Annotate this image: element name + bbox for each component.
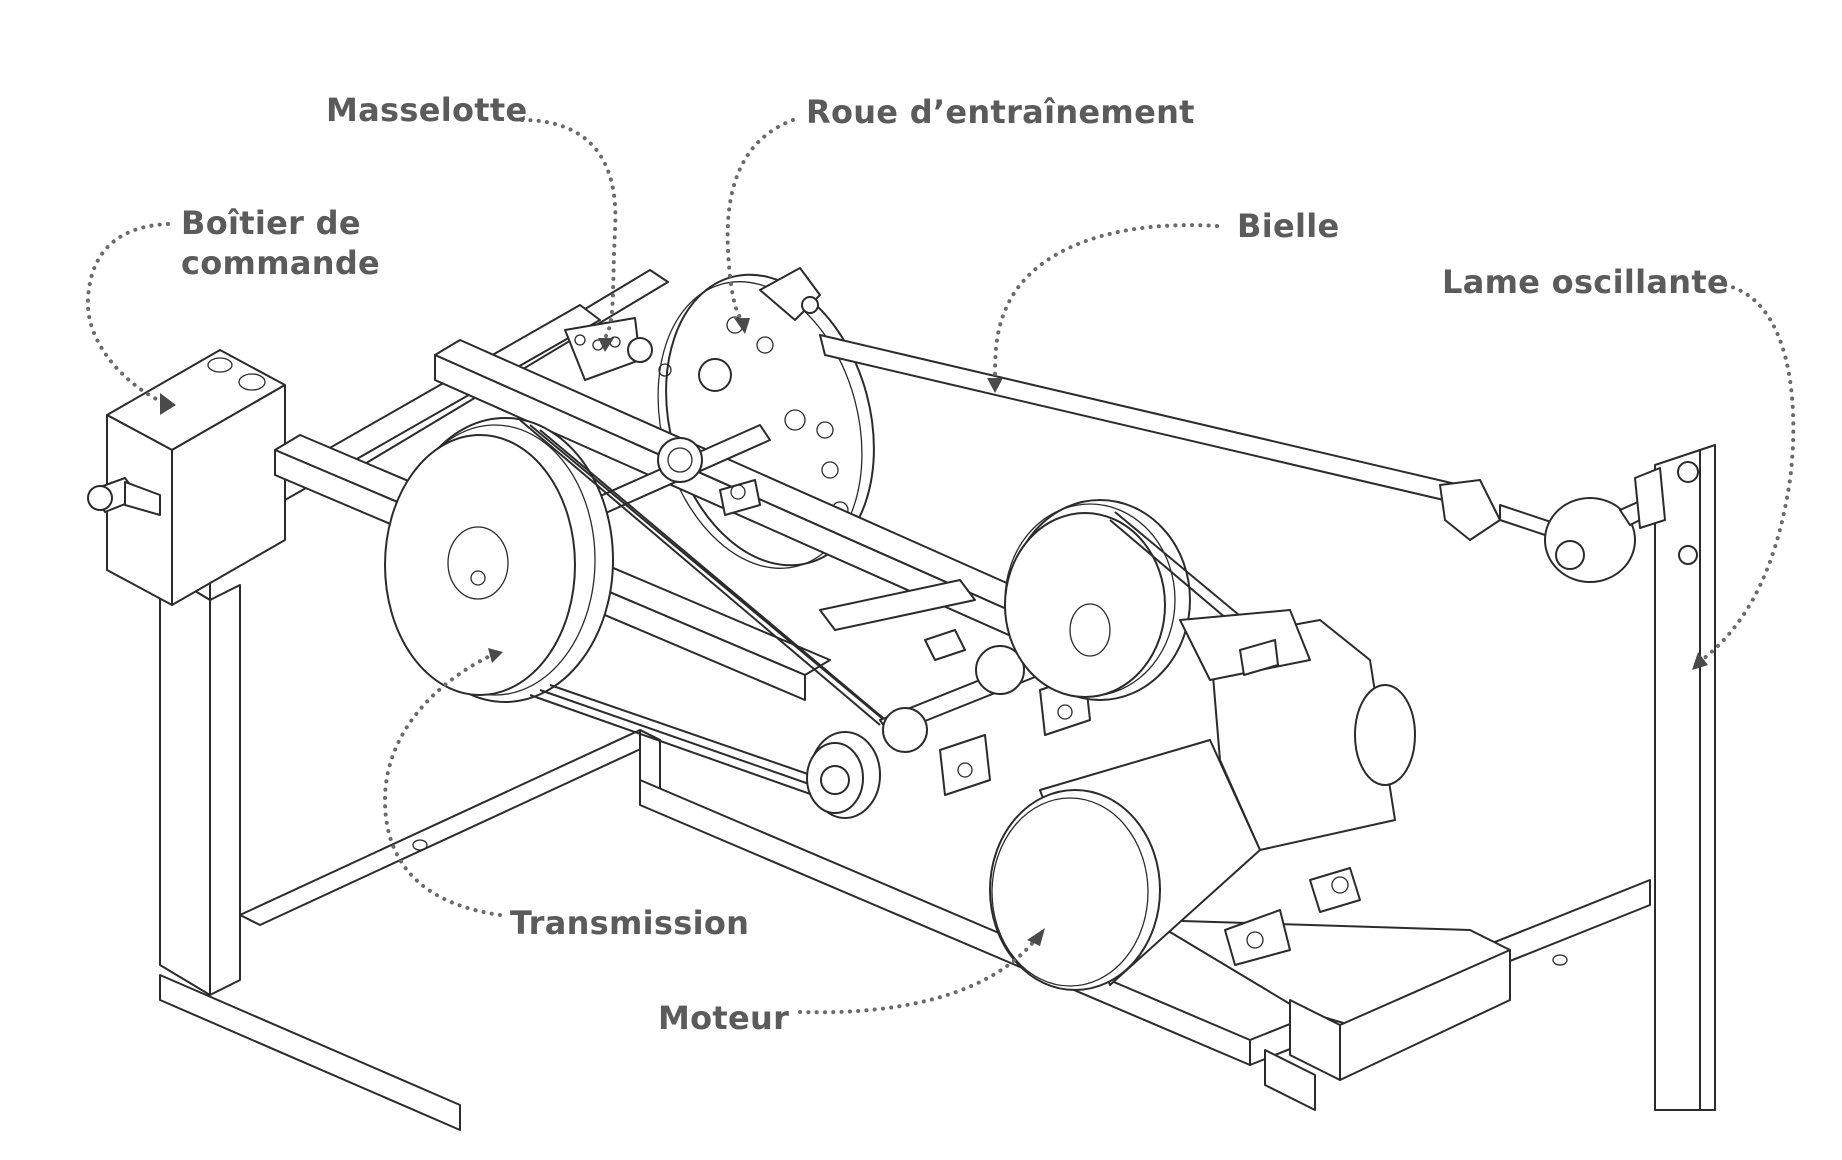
oscillating-blade xyxy=(1634,444,1716,1111)
arrow-boitier xyxy=(160,393,176,415)
label-boitier-line1: Boîtier de xyxy=(181,204,361,242)
leader-lines xyxy=(85,118,1796,1015)
leader-lame xyxy=(1700,283,1796,662)
frame xyxy=(159,269,1651,1131)
label-bielle: Bielle xyxy=(1237,207,1340,245)
leader-masselotte xyxy=(520,118,618,338)
arrow-roue xyxy=(734,318,750,334)
arrow-moteur xyxy=(1027,928,1045,946)
label-transmission: Transmission xyxy=(510,904,750,942)
arrow-lame xyxy=(1692,652,1708,670)
leader-boitier xyxy=(85,222,170,402)
connecting-rod xyxy=(759,267,1671,583)
label-masselotte: Masselotte xyxy=(326,91,528,129)
leader-moteur xyxy=(798,938,1037,1015)
large-pulley xyxy=(384,417,614,703)
leader-bielle xyxy=(993,223,1219,382)
label-moteur: Moteur xyxy=(658,999,790,1037)
control-box xyxy=(87,349,286,606)
arrow-masselotte xyxy=(598,338,614,352)
motor xyxy=(989,609,1416,991)
motor-pulley xyxy=(1004,499,1246,701)
label-boitier-line2: commande xyxy=(181,244,381,282)
label-lame-oscillante: Lame oscillante xyxy=(1442,263,1729,301)
arrow-transmission xyxy=(488,648,503,663)
arrow-bielle xyxy=(987,378,1003,393)
label-roue-entrainement: Roue d’entraînement xyxy=(806,93,1195,131)
small-pulley xyxy=(806,731,881,819)
leader-transmission xyxy=(382,653,502,917)
leader-roue xyxy=(725,118,795,322)
